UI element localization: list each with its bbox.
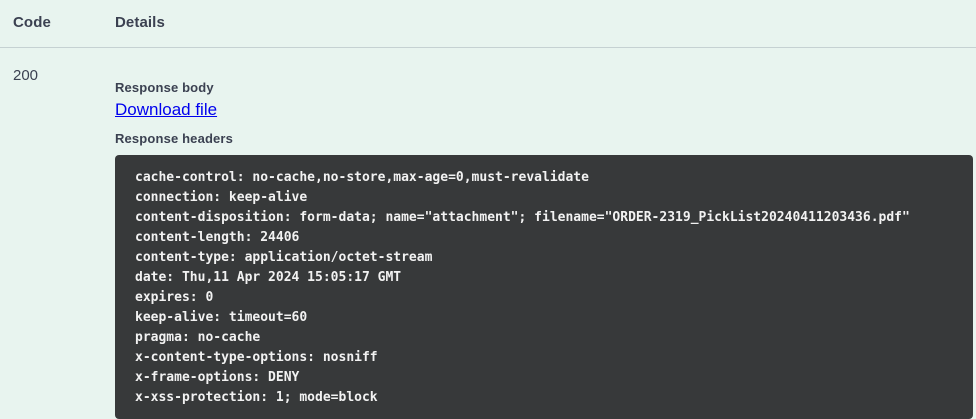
- response-header-line: content-length: 24406: [135, 230, 300, 245]
- table-row: 200 Response body Download file Response…: [0, 48, 976, 419]
- response-header-line: cache-control: no-cache,no-store,max-age…: [135, 170, 589, 185]
- download-file-link[interactable]: Download file: [115, 100, 218, 119]
- table-header-row: Code Details: [0, 0, 976, 33]
- response-body-label: Response body: [115, 80, 214, 95]
- response-header-line: date: Thu,11 Apr 2024 15:05:17 GMT: [135, 270, 402, 285]
- response-header-line: content-type: application/octet-stream: [135, 250, 433, 265]
- response-header-line: connection: keep-alive: [135, 190, 308, 205]
- response-header-line: x-content-type-options: nosniff: [135, 350, 378, 365]
- response-header-line: keep-alive: timeout=60: [135, 310, 308, 325]
- response-header-line: content-disposition: form-data; name="at…: [135, 210, 910, 225]
- column-header-details-cell: Details: [115, 13, 976, 33]
- response-header-line: x-frame-options: DENY: [135, 370, 300, 385]
- column-header-code-cell: Code: [0, 13, 115, 33]
- column-header-details: Details: [115, 14, 165, 31]
- status-code: 200: [13, 67, 39, 84]
- response-headers-code-block: cache-control: no-cache,no-store,max-age…: [115, 155, 973, 419]
- response-header-line: pragma: no-cache: [135, 330, 261, 345]
- response-header-line: x-xss-protection: 1; mode=block: [135, 390, 378, 405]
- response-header-line: expires: 0: [135, 290, 214, 305]
- response-details-cell: Response body Download file Response hea…: [115, 66, 976, 419]
- column-header-code: Code: [13, 14, 51, 31]
- response-headers-label: Response headers: [115, 131, 234, 146]
- table-header-divider: [0, 47, 976, 48]
- status-code-cell: 200: [0, 66, 115, 86]
